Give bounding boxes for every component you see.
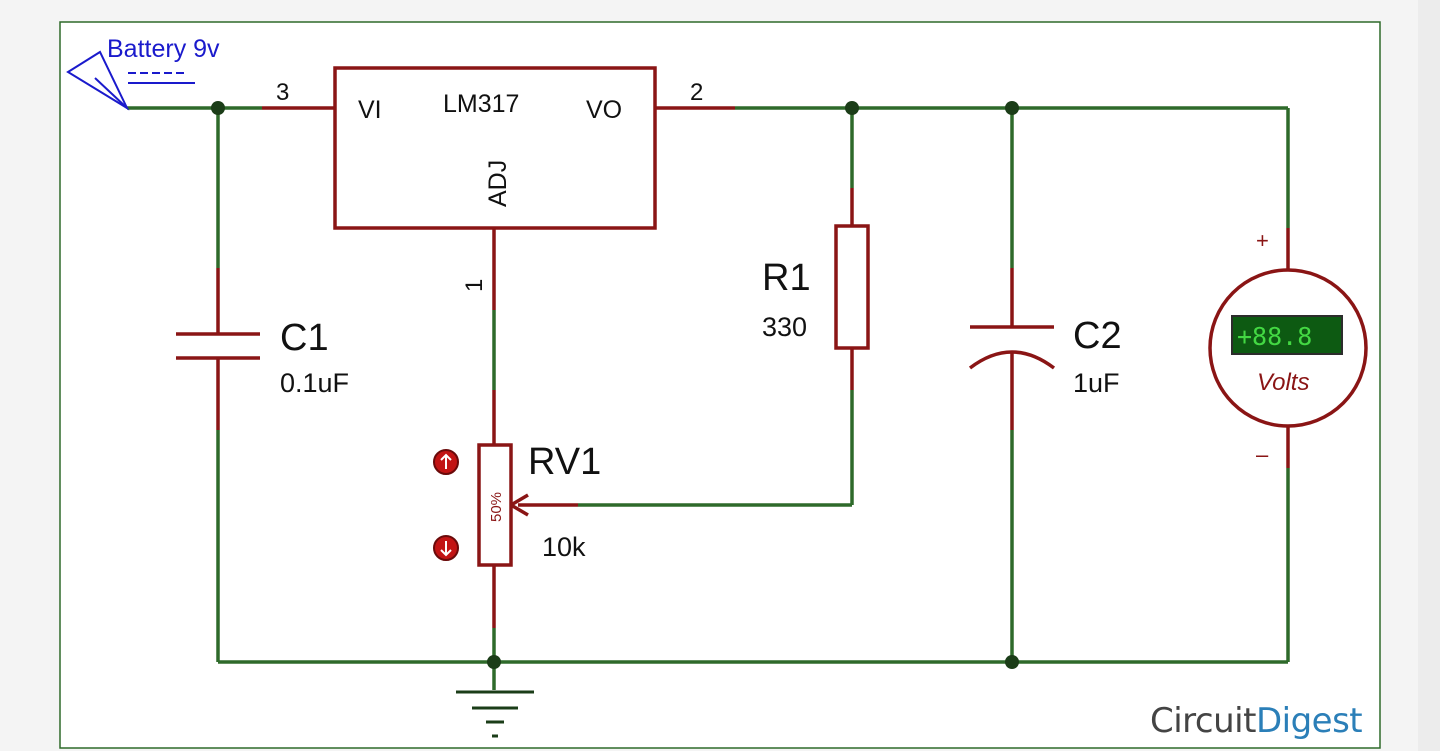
c1-name: C1 [280, 317, 329, 359]
voltmeter-display [1231, 315, 1343, 355]
c2-name: C2 [1073, 315, 1122, 357]
pin-number-in: 3 [276, 79, 289, 106]
junction-dot [1005, 655, 1019, 669]
resistor-r1[interactable]: R1 330 [762, 188, 870, 390]
r1-body [834, 224, 870, 350]
junction-dot [211, 101, 225, 115]
pin-number-out: 2 [690, 79, 703, 106]
regulator-body [333, 66, 657, 230]
pin-number-adj: 1 [461, 279, 488, 292]
junction-dot [1005, 101, 1019, 115]
brand-part2: Digest [1256, 701, 1362, 741]
rv1-wiper-arrow-icon [510, 493, 529, 517]
battery-label: Battery 9v [107, 35, 220, 63]
ground-symbol [456, 690, 534, 738]
r1-value: 330 [762, 312, 807, 342]
voltmeter-minus-sign: – [1256, 442, 1269, 467]
regulator-name: LM317 [443, 90, 519, 118]
battery-terminal[interactable]: Battery 9v [66, 35, 220, 111]
voltmeter[interactable]: +88.8 Volts + – [1208, 228, 1368, 468]
pin-label-adj: ADJ [484, 160, 512, 207]
rv1-wiper-percent: 50% [488, 492, 505, 522]
potentiometer-rv1[interactable]: 50% RV1 10k [433, 390, 601, 628]
capacitor-c2[interactable]: C2 1uF [968, 268, 1122, 430]
junction-dot [845, 101, 859, 115]
rv1-value: 10k [542, 532, 586, 562]
battery-terminal-icon [66, 50, 130, 111]
brand-part1: Circuit [1150, 701, 1256, 741]
pin-label-vi: VI [358, 96, 382, 124]
junction-dot [487, 655, 501, 669]
svg-text:CircuitDigest: CircuitDigest [1150, 701, 1362, 741]
pin-label-vo: VO [586, 96, 622, 124]
voltmeter-reading: +88.8 [1237, 322, 1312, 351]
scrollbar-track[interactable] [1418, 0, 1440, 751]
voltmeter-plus-sign: + [1256, 228, 1269, 253]
junction-dots [211, 101, 1019, 669]
schematic-frame [59, 21, 1381, 749]
lm317-regulator[interactable]: 3 2 1 VI LM317 VO ADJ [262, 66, 735, 310]
rv1-name: RV1 [528, 441, 601, 483]
r1-name: R1 [762, 257, 811, 299]
c1-value: 0.1uF [280, 368, 349, 398]
rv1-decrease-button[interactable] [433, 535, 459, 561]
voltmeter-unit: Volts [1257, 369, 1309, 396]
wires [127, 106, 1290, 690]
circuitdigest-logo: CircuitDigest [1150, 701, 1363, 741]
rv1-increase-button[interactable] [433, 449, 459, 475]
c2-value: 1uF [1073, 368, 1120, 398]
capacitor-c1[interactable]: C1 0.1uF [176, 268, 349, 430]
